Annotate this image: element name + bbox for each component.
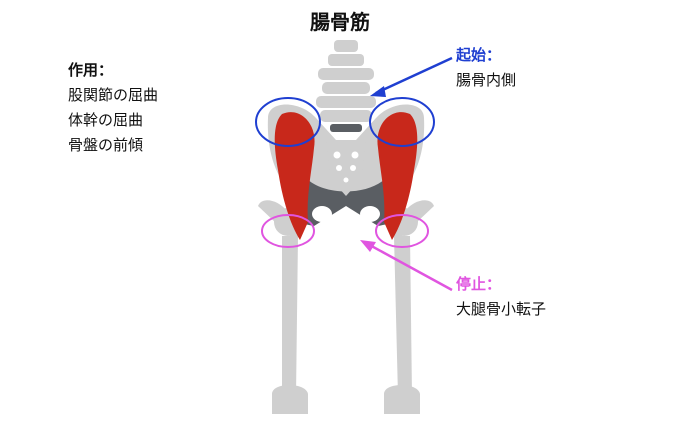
action-item: 股関節の屈曲 <box>68 86 159 104</box>
femur-right <box>384 200 434 414</box>
origin-arrowhead <box>370 86 386 97</box>
insertion-circle-left <box>261 214 315 248</box>
origin-arrow <box>375 56 453 95</box>
lumbar-spine <box>316 40 376 132</box>
insertion-heading: 停止： <box>456 275 502 293</box>
insertion-circle-right <box>375 214 429 248</box>
origin-heading: 起始： <box>456 46 502 64</box>
action-block: 作用： 股関節の屈曲 体幹の屈曲 骨盤の前傾 <box>68 58 158 158</box>
origin-label: 起始： 腸骨内側 <box>456 43 516 93</box>
insertion-arrow <box>365 241 453 292</box>
iliacus-muscle-left <box>274 112 315 240</box>
action-heading: 作用： <box>68 61 114 79</box>
insertion-label: 停止： 大腿骨小転子 <box>456 272 546 322</box>
action-item: 体幹の屈曲 <box>68 111 144 129</box>
origin-circle-left <box>255 97 321 147</box>
origin-circle-right <box>369 97 435 147</box>
action-item: 骨盤の前傾 <box>68 136 144 154</box>
origin-value: 腸骨内側 <box>456 71 517 89</box>
insertion-value: 大腿骨小転子 <box>456 300 547 318</box>
insertion-arrowhead <box>360 240 376 252</box>
diagram-title: 腸骨筋 <box>310 10 370 34</box>
